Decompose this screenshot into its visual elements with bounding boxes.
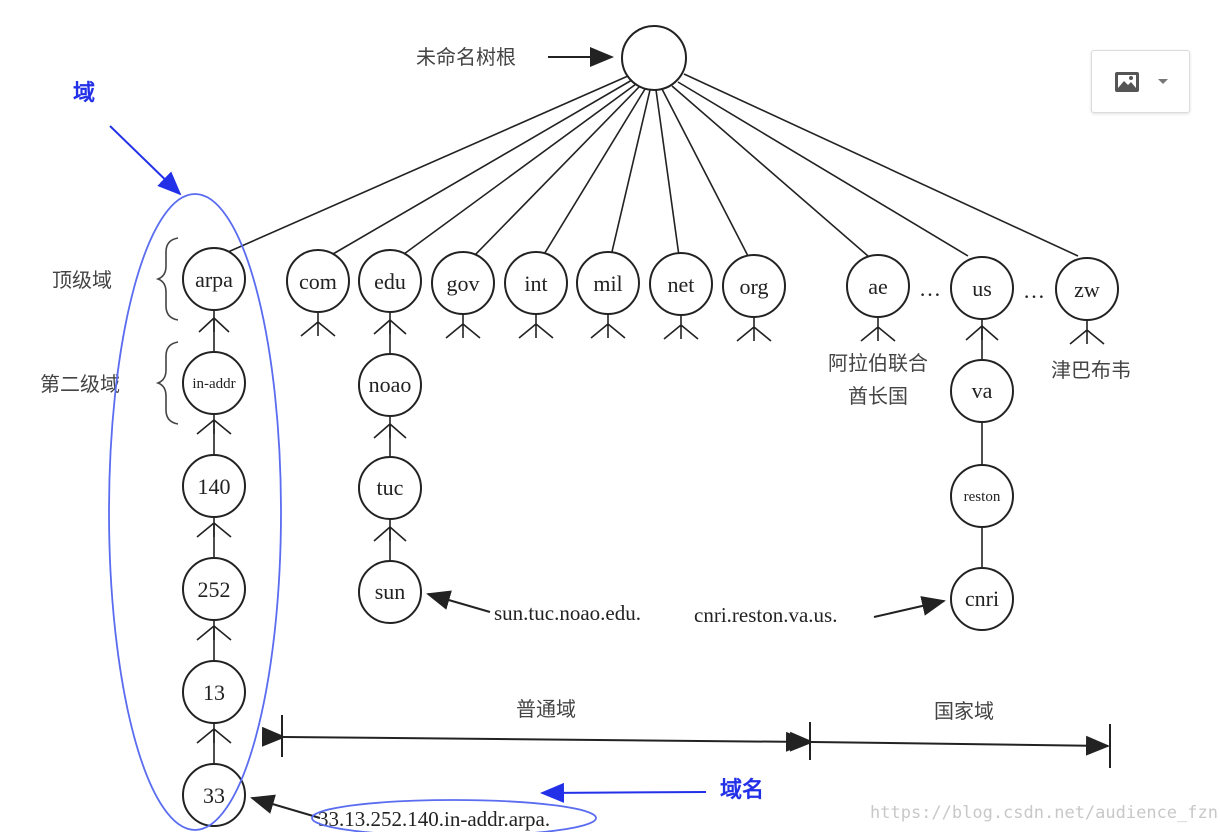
edu-chain — [373, 312, 407, 561]
node-33 — [182, 763, 246, 827]
generic-domain-label: 普通域 — [516, 697, 576, 721]
image-icon — [1114, 71, 1140, 93]
node-cnri-label: cnri — [965, 586, 999, 611]
node-mil-label: mil — [593, 271, 622, 296]
node-noao — [358, 353, 422, 417]
fork-marks — [300, 312, 1105, 345]
node-edu-label: edu — [374, 269, 406, 294]
tld-label: 顶级域 — [52, 268, 112, 292]
node-140 — [182, 454, 246, 518]
node-13-label: 13 — [203, 680, 225, 705]
domain-ellipse — [108, 193, 282, 831]
root-label: 未命名树根 — [416, 45, 516, 69]
node-140-label: 140 — [198, 474, 231, 499]
node-net-label: net — [668, 272, 695, 297]
node-252-label: 252 — [198, 577, 231, 602]
sld-label: 第二级域 — [40, 372, 120, 396]
chevron-down-icon — [1157, 79, 1168, 84]
watermark: https://blog.csdn.net/audience_fzn — [870, 803, 1218, 823]
domain-name-annotation: 域名 — [720, 777, 764, 803]
node-33-label: 33 — [203, 783, 225, 808]
domain-name-ellipse — [311, 799, 597, 832]
domain-name-annotation-arrow — [540, 782, 707, 803]
country-domain-label: 国家域 — [934, 699, 994, 723]
tld-nodes — [182, 247, 1119, 321]
domain-annotation-arrow — [109, 125, 182, 196]
level-braces — [155, 237, 179, 425]
generic-domain-span — [261, 726, 810, 752]
node-gov-label: gov — [447, 271, 480, 296]
node-noao-label: noao — [369, 372, 412, 397]
node-13 — [182, 660, 246, 724]
ae-caption-line2: 酋长国 — [848, 384, 908, 408]
cnri-fqdn-arrow — [873, 596, 946, 618]
node-int-label: int — [524, 271, 547, 296]
country-domain-span — [789, 731, 1110, 756]
node-reston — [950, 464, 1014, 528]
root-edges — [227, 73, 1079, 257]
cnri-fqdn: cnri.reston.va.us. — [694, 603, 837, 627]
node-va-label: va — [972, 378, 993, 403]
reverse-fqdn: 33.13.252.140.in-addr.arpa. — [318, 807, 550, 831]
sun-fqdn: sun.tuc.noao.edu. — [494, 601, 641, 625]
us-chain-nodes — [950, 359, 1014, 631]
node-cnri — [950, 567, 1014, 631]
ellipsis-us-zw: … — [1023, 278, 1045, 303]
node-sun-label: sun — [375, 579, 406, 604]
ellipsis-ae-us: … — [919, 276, 941, 301]
node-com-label: com — [299, 269, 337, 294]
node-tuc — [358, 456, 422, 520]
node-in-addr — [182, 351, 246, 415]
node-va — [950, 359, 1014, 423]
node-sun — [358, 560, 422, 624]
ae-caption-line1: 阿拉伯联合 — [828, 351, 928, 375]
us-chain — [965, 319, 999, 568]
node-zw-label: zw — [1074, 277, 1100, 302]
node-252 — [182, 557, 246, 621]
image-options-button[interactable] — [1091, 50, 1190, 113]
node-reston-label: reston — [964, 489, 1001, 505]
zw-caption: 津巴布韦 — [1051, 358, 1131, 382]
domain-annotation: 域 — [73, 80, 95, 106]
edu-chain-nodes — [358, 353, 422, 624]
node-org-label: org — [740, 274, 769, 299]
node-us-label: us — [972, 276, 992, 301]
node-tuc-label: tuc — [377, 475, 404, 500]
sun-fqdn-arrow — [426, 590, 491, 613]
root-node — [621, 25, 687, 91]
arpa-chain — [196, 310, 232, 764]
reverse-fqdn-arrow — [250, 794, 321, 819]
node-arpa-label: arpa — [195, 267, 233, 292]
node-ae-label: ae — [868, 274, 888, 299]
arpa-chain-nodes — [182, 351, 246, 827]
node-in-addr-label: in-addr — [192, 376, 235, 392]
